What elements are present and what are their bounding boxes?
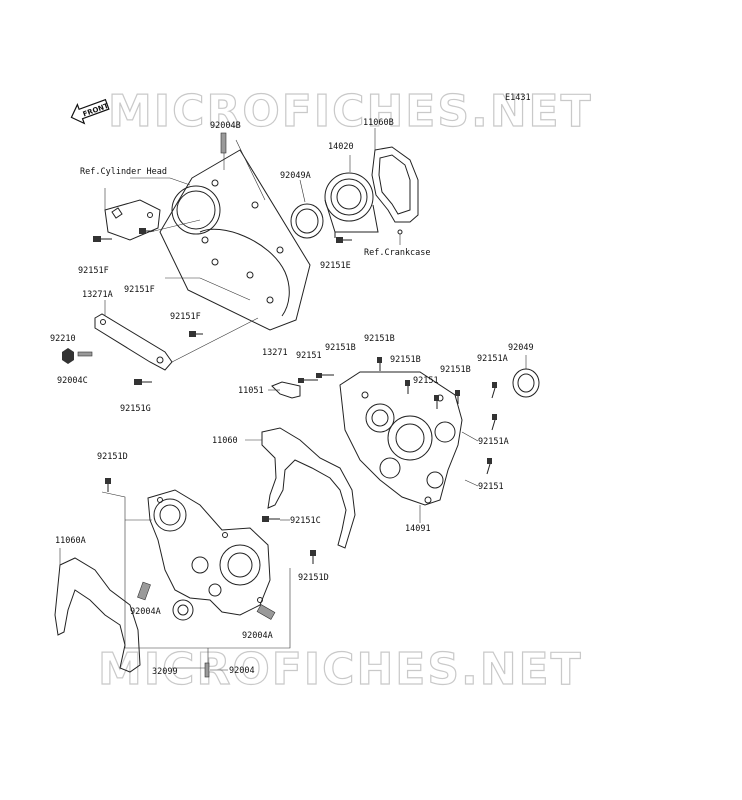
watermark-bottom: MICROFICHES.NET — [98, 644, 583, 695]
housing-14020 — [324, 172, 379, 238]
bolt-92151G — [134, 379, 152, 385]
bolt-92151-c — [486, 458, 492, 475]
bolt-92151E — [336, 237, 352, 243]
cylinder-head-bracket — [104, 199, 161, 241]
bolt-92151B-d — [455, 390, 460, 404]
bolt-92151B-a — [316, 373, 334, 378]
label-92151A-b: 92151A — [478, 437, 509, 447]
label-92151B-a: 92151B — [364, 334, 395, 344]
label-92151F-b: 92151F — [124, 285, 155, 295]
label-13271A: 13271A — [82, 290, 113, 300]
label-11060B: 11060B — [363, 118, 394, 128]
label-92004B: 92004B — [210, 121, 241, 131]
label-92004C: 92004C — [57, 376, 88, 386]
stud-92004C — [77, 351, 93, 357]
bolt-92151F-b — [139, 228, 154, 234]
bolt-92151D-a — [105, 478, 111, 492]
label-92210: 92210 — [50, 334, 76, 344]
label-92151D-b: 92151D — [298, 573, 329, 583]
gasket-11060B — [371, 146, 419, 223]
timing-cover-bracket — [101, 491, 291, 649]
gear-case-14091 — [339, 371, 463, 506]
label-92151F-c: 92151F — [170, 312, 201, 322]
oil-seal-32099 — [172, 599, 194, 621]
seal-92049A — [290, 203, 324, 239]
watermark-top: MICROFICHES.NET — [108, 86, 593, 137]
stud-92004B — [220, 132, 227, 154]
bolt-92151F-c — [189, 331, 203, 337]
bolt-92151-a — [298, 378, 318, 383]
plate-13271 — [159, 149, 311, 331]
label-92151-c: 92151 — [478, 482, 504, 492]
label-11060: 11060 — [212, 436, 238, 446]
label-14020: 14020 — [328, 142, 354, 152]
bolt-92151D-b — [310, 550, 316, 564]
gasket-11060 — [261, 427, 356, 549]
diagram-id: E1431 — [505, 93, 531, 103]
label-11051: 11051 — [238, 386, 264, 396]
label-92151-b: 92151 — [413, 376, 439, 386]
label-92151B-d: 92151B — [440, 365, 471, 375]
seal-92049 — [512, 368, 540, 398]
bolt-92151B-c — [405, 380, 410, 394]
label-92049A: 92049A — [280, 171, 311, 181]
label-92151B-c: 92151B — [390, 355, 421, 365]
nut-92210 — [62, 348, 74, 364]
label-ref-crankcase: Ref.Crankcase — [364, 248, 431, 258]
label-92151F-a: 92151F — [78, 266, 109, 276]
label-11060A: 11060A — [55, 536, 86, 546]
label-ref-cylinder-head: Ref.Cylinder Head — [80, 167, 167, 177]
label-13271: 13271 — [262, 348, 288, 358]
label-92151A-a: 92151A — [477, 354, 508, 364]
label-92004: 92004 — [229, 666, 255, 676]
bracket-11051 — [271, 381, 301, 399]
label-92151D-a: 92151D — [97, 452, 128, 462]
front-arrow-icon: FRONT — [70, 98, 110, 125]
bolt-92151-b — [434, 395, 439, 409]
bolt-92151A-a — [491, 382, 497, 399]
bracket-13271A — [94, 313, 173, 371]
label-92151C: 92151C — [290, 516, 321, 526]
label-92151B-b: 92151B — [325, 343, 356, 353]
stud-92004A-a — [137, 581, 151, 601]
label-92151G: 92151G — [120, 404, 151, 414]
label-92004A-a: 92004A — [130, 607, 161, 617]
label-92151-a: 92151 — [296, 351, 322, 361]
bolt-92151F-a — [93, 236, 112, 242]
stud-92004 — [204, 662, 210, 678]
timing-cover — [147, 489, 271, 616]
label-32099: 32099 — [152, 667, 178, 677]
label-92151E: 92151E — [320, 261, 351, 271]
stud-92004A-b — [256, 604, 276, 620]
label-14091: 14091 — [405, 524, 431, 534]
gasket-11060A — [54, 557, 141, 673]
label-92049: 92049 — [508, 343, 534, 353]
bolt-92151B-b — [377, 357, 382, 371]
label-92004A-b: 92004A — [242, 631, 273, 641]
bolt-92151A-b — [491, 414, 497, 431]
bolt-92151C — [262, 516, 280, 522]
